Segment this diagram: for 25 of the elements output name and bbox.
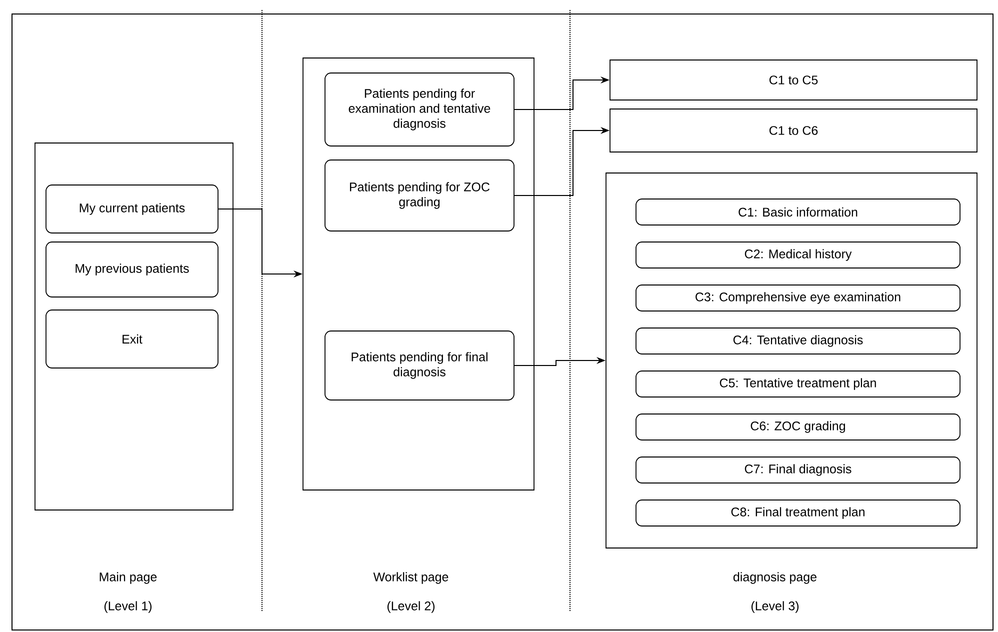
menu-button: Exit — [46, 310, 218, 368]
section-box: C4: Tentative diagnosis — [636, 328, 960, 354]
section-box: C3: Comprehensive eye examination — [636, 284, 960, 312]
page-label: diagnosis page — [733, 572, 816, 584]
section-box: C1: Basic information — [636, 198, 960, 226]
section-box: C6: ZOC grading — [636, 414, 960, 440]
page-panel — [606, 172, 978, 548]
section-box: C7: Final diagnosis — [636, 456, 960, 484]
worklist-box: Patients pending for examination and tentative diagnosis — [324, 72, 514, 146]
worklist-box: Patients pending for final diagnosis — [324, 330, 514, 400]
section-box: C2: Medical history — [636, 242, 960, 268]
section-group-box: C1 to C6 — [610, 108, 978, 152]
page-panel — [34, 142, 234, 510]
menu-button: My previous patients — [46, 242, 218, 298]
section-box: C5: Tentative treatment plan — [636, 370, 960, 398]
section-group-box: C1 to C5 — [610, 60, 978, 100]
menu-button: My current patients — [46, 184, 218, 234]
page-label: (Level 1) — [104, 601, 152, 613]
page-label: Main page — [100, 572, 157, 584]
section-box: C8: Final treatment plan — [636, 500, 960, 526]
worklist-box: Patients pending for ZOC grading — [324, 160, 514, 232]
page-panel — [302, 58, 534, 490]
page-label: Worklist page — [373, 572, 448, 584]
page-label: (Level 2) — [387, 601, 435, 613]
page-label: (Level 3) — [751, 601, 799, 613]
